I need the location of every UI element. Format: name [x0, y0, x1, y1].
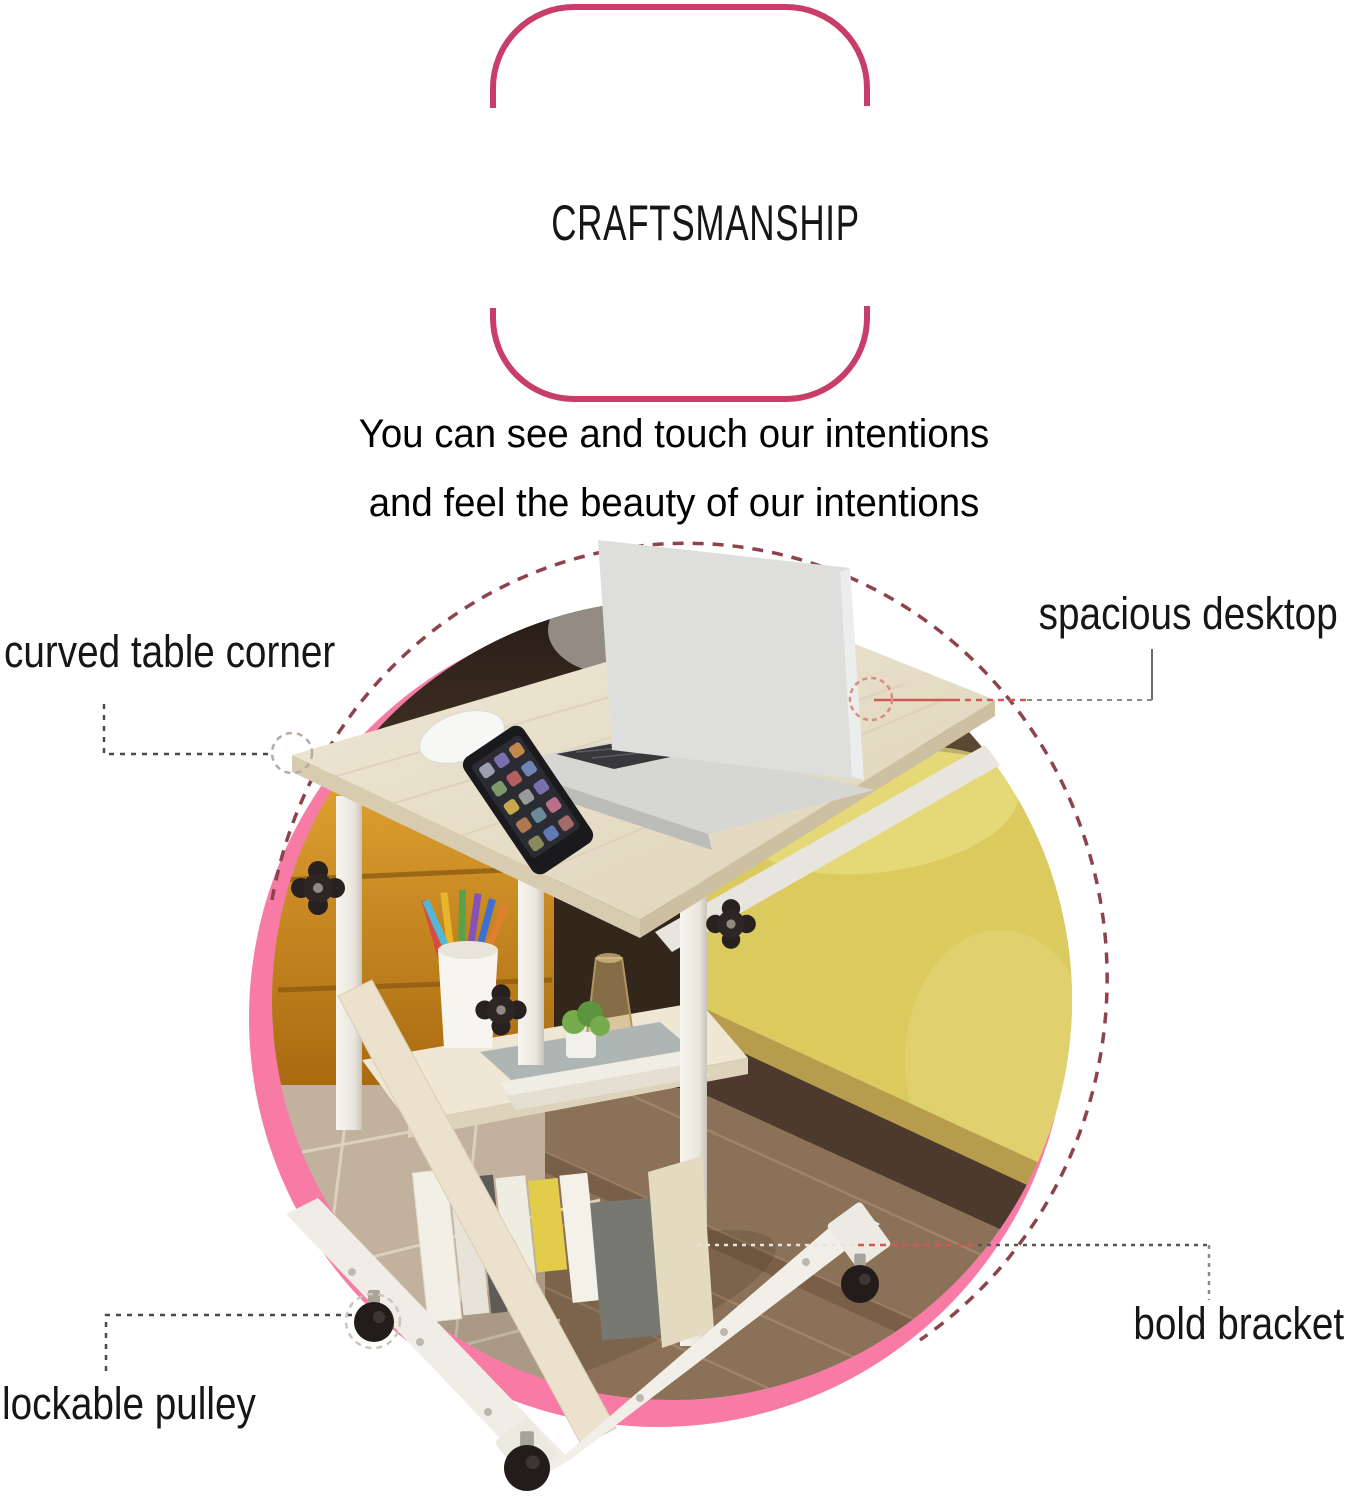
- side-panel: [648, 1156, 714, 1348]
- under-desk-bar: [655, 745, 1000, 952]
- plant-pot: [566, 1032, 596, 1058]
- desk: [286, 540, 1000, 1491]
- bottom-bar-right: [538, 1208, 880, 1478]
- callout-curved-table-corner: [102, 704, 314, 775]
- tagline-line2: and feel the beauty of our intentions: [368, 481, 980, 525]
- book-white-1: [500, 1050, 700, 1098]
- tagline-line1: You can see and touch our intentions: [358, 412, 990, 456]
- cup-body: [438, 950, 498, 1048]
- side-rail: [337, 979, 617, 1447]
- title-badge: CRAFTSMANSHIP: [485, 4, 875, 402]
- highlight-circle-wheel: [344, 1292, 402, 1350]
- pole-middle: [518, 880, 544, 1065]
- phone: [462, 725, 594, 875]
- badge-border-gap-left: [485, 108, 501, 308]
- bed-base-strip: [690, 1002, 1072, 1206]
- gray-box: [590, 1197, 664, 1341]
- callout-lockable-pulley: [104, 1292, 402, 1374]
- label-spacious-desktop: spacious desktop: [1038, 588, 1338, 639]
- shelf-stack: [480, 1001, 710, 1110]
- phone-app-grid: [479, 742, 574, 852]
- pole-left: [336, 796, 362, 1130]
- label-bold-bracket: bold bracket: [1133, 1298, 1344, 1349]
- plant-leaf-3: [590, 1016, 610, 1036]
- label-curved-table-corner: curved table corner: [4, 626, 336, 677]
- badge-title: CRAFTSMANSHIP: [551, 195, 860, 251]
- callout-lines: [102, 649, 1211, 1374]
- foot-block-right: [827, 1202, 891, 1268]
- callout-bold-bracket: [697, 1243, 1211, 1300]
- label-lockable-pulley: lockable pulley: [2, 1378, 256, 1429]
- highlight-circle-desktop: [848, 676, 894, 722]
- callout-spacious-desktop: [848, 649, 1153, 722]
- laptop-lid-edge: [840, 568, 864, 780]
- pen-cup: [421, 889, 509, 1048]
- bottom-bar-left: [286, 1198, 570, 1478]
- highlight-circle-corner: [270, 731, 314, 775]
- laptop-lid: [598, 540, 864, 780]
- book-white-2: [506, 1062, 710, 1110]
- cup-rim: [438, 941, 498, 959]
- bed-shadow-band: [690, 1028, 1072, 1262]
- screws: [348, 1258, 810, 1416]
- badge-border-gap-right: [859, 106, 875, 306]
